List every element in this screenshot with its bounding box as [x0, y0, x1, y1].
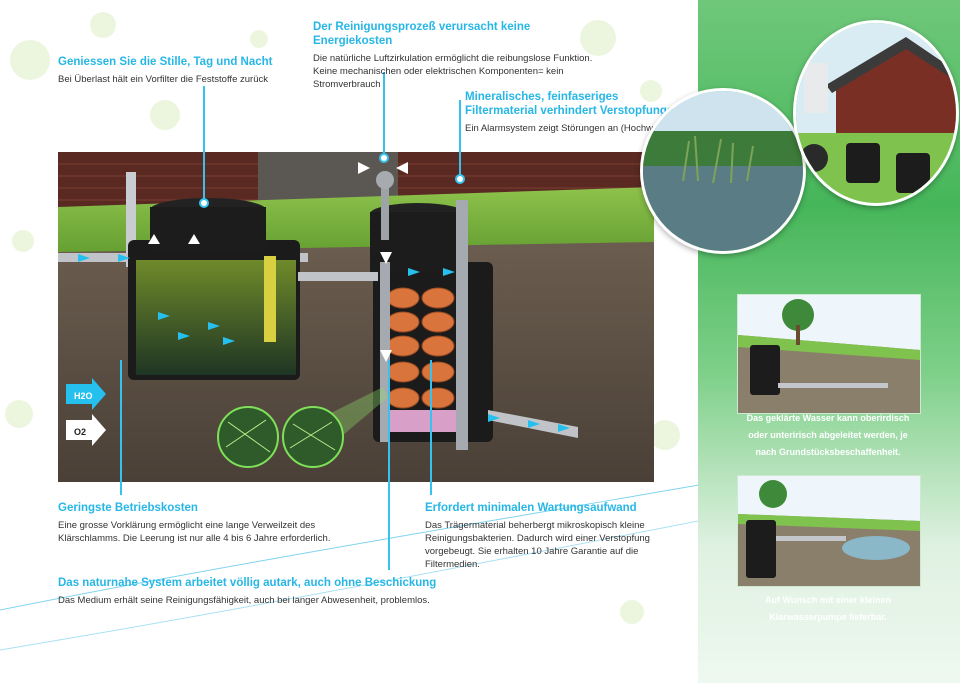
house-tank-illustration	[796, 23, 956, 203]
callout-title: Der Reinigungsprozeß verursacht keine En…	[313, 21, 531, 47]
leader-line	[459, 100, 461, 178]
water-arrow	[66, 378, 106, 410]
callout-text: Das Medium erhält seine Reinigungsfähigk…	[58, 595, 430, 606]
callout-silence: Geniessen Sie die Stille, Tag und Nacht …	[58, 55, 298, 86]
callout-filter: Mineralisches, feinfaseriges Filtermater…	[465, 90, 685, 135]
callout-energy: Der Reinigungsprozeß verursacht keine En…	[313, 20, 603, 91]
callout-text: Bei Überlast hält ein Vorfilter die Fest…	[58, 74, 268, 85]
leader-line	[203, 86, 205, 202]
oxygen-legend-label: O2	[74, 427, 87, 437]
decor-circle	[620, 600, 644, 624]
decor-circle	[90, 12, 116, 38]
magnified-fiber-1	[217, 406, 279, 468]
decor-circle	[250, 30, 268, 48]
decor-circle	[650, 420, 680, 450]
pump-illustration	[738, 476, 920, 586]
drainage-illustration	[738, 295, 920, 413]
leader-line	[430, 360, 432, 495]
side-caption-drainage: Das geklärte Wasser kann oberirdisch ode…	[746, 413, 910, 457]
callout-title: Das naturnahe System arbeitet völlig aut…	[58, 577, 437, 589]
treatment-plant-cutaway	[58, 152, 654, 482]
oxygen-arrow	[66, 414, 106, 446]
cutaway-illustration	[58, 152, 654, 482]
leader-line	[383, 72, 385, 156]
decor-circle	[12, 230, 34, 252]
callout-text: Die natürliche Luftzirkulation ermöglich…	[313, 53, 593, 90]
callout-costs: Geringste Betriebskosten Eine grosse Vor…	[58, 501, 378, 545]
callout-title: Mineralisches, feinfaseriges Filtermater…	[465, 91, 681, 117]
callout-text: Ein Alarmsystem zeigt Störungen an (Hoch…	[465, 123, 683, 134]
callout-title: Geringste Betriebskosten	[58, 502, 198, 514]
magnified-fiber-2	[282, 406, 344, 468]
callout-title: Erfordert minimalen Wartungsaufwand	[425, 502, 637, 514]
callout-text: Eine grosse Vorklärung ermöglicht eine l…	[58, 520, 331, 544]
side-image-pump	[737, 475, 921, 587]
side-caption-pump: Auf Wunsch mit einer kleinen Klarwasserp…	[765, 595, 891, 622]
leader-line	[388, 360, 390, 570]
water-legend-label: H2O	[74, 391, 93, 401]
decor-circle	[10, 40, 50, 80]
callout-maintenance: Erfordert minimalen Wartungsaufwand Das …	[425, 501, 685, 571]
pond-illustration	[643, 91, 803, 251]
decor-circle	[580, 20, 616, 56]
leader-dot	[379, 153, 389, 163]
decor-circle	[640, 80, 662, 102]
callout-title: Geniessen Sie die Stille, Tag und Nacht	[58, 56, 273, 68]
callout-text: Das Trägermaterial beherbergt mikroskopi…	[425, 520, 650, 570]
leader-dot	[455, 174, 465, 184]
leader-line	[120, 360, 122, 495]
downpipe	[126, 172, 136, 267]
pond-photo	[640, 88, 806, 254]
decor-circle	[150, 100, 180, 130]
decor-circle	[5, 400, 33, 428]
vent-pipe	[381, 180, 389, 240]
house-tank-photo	[793, 20, 959, 206]
side-image-drainage	[737, 294, 921, 414]
callout-autark: Das naturnahe System arbeitet völlig aut…	[58, 576, 458, 607]
leader-dot	[199, 198, 209, 208]
